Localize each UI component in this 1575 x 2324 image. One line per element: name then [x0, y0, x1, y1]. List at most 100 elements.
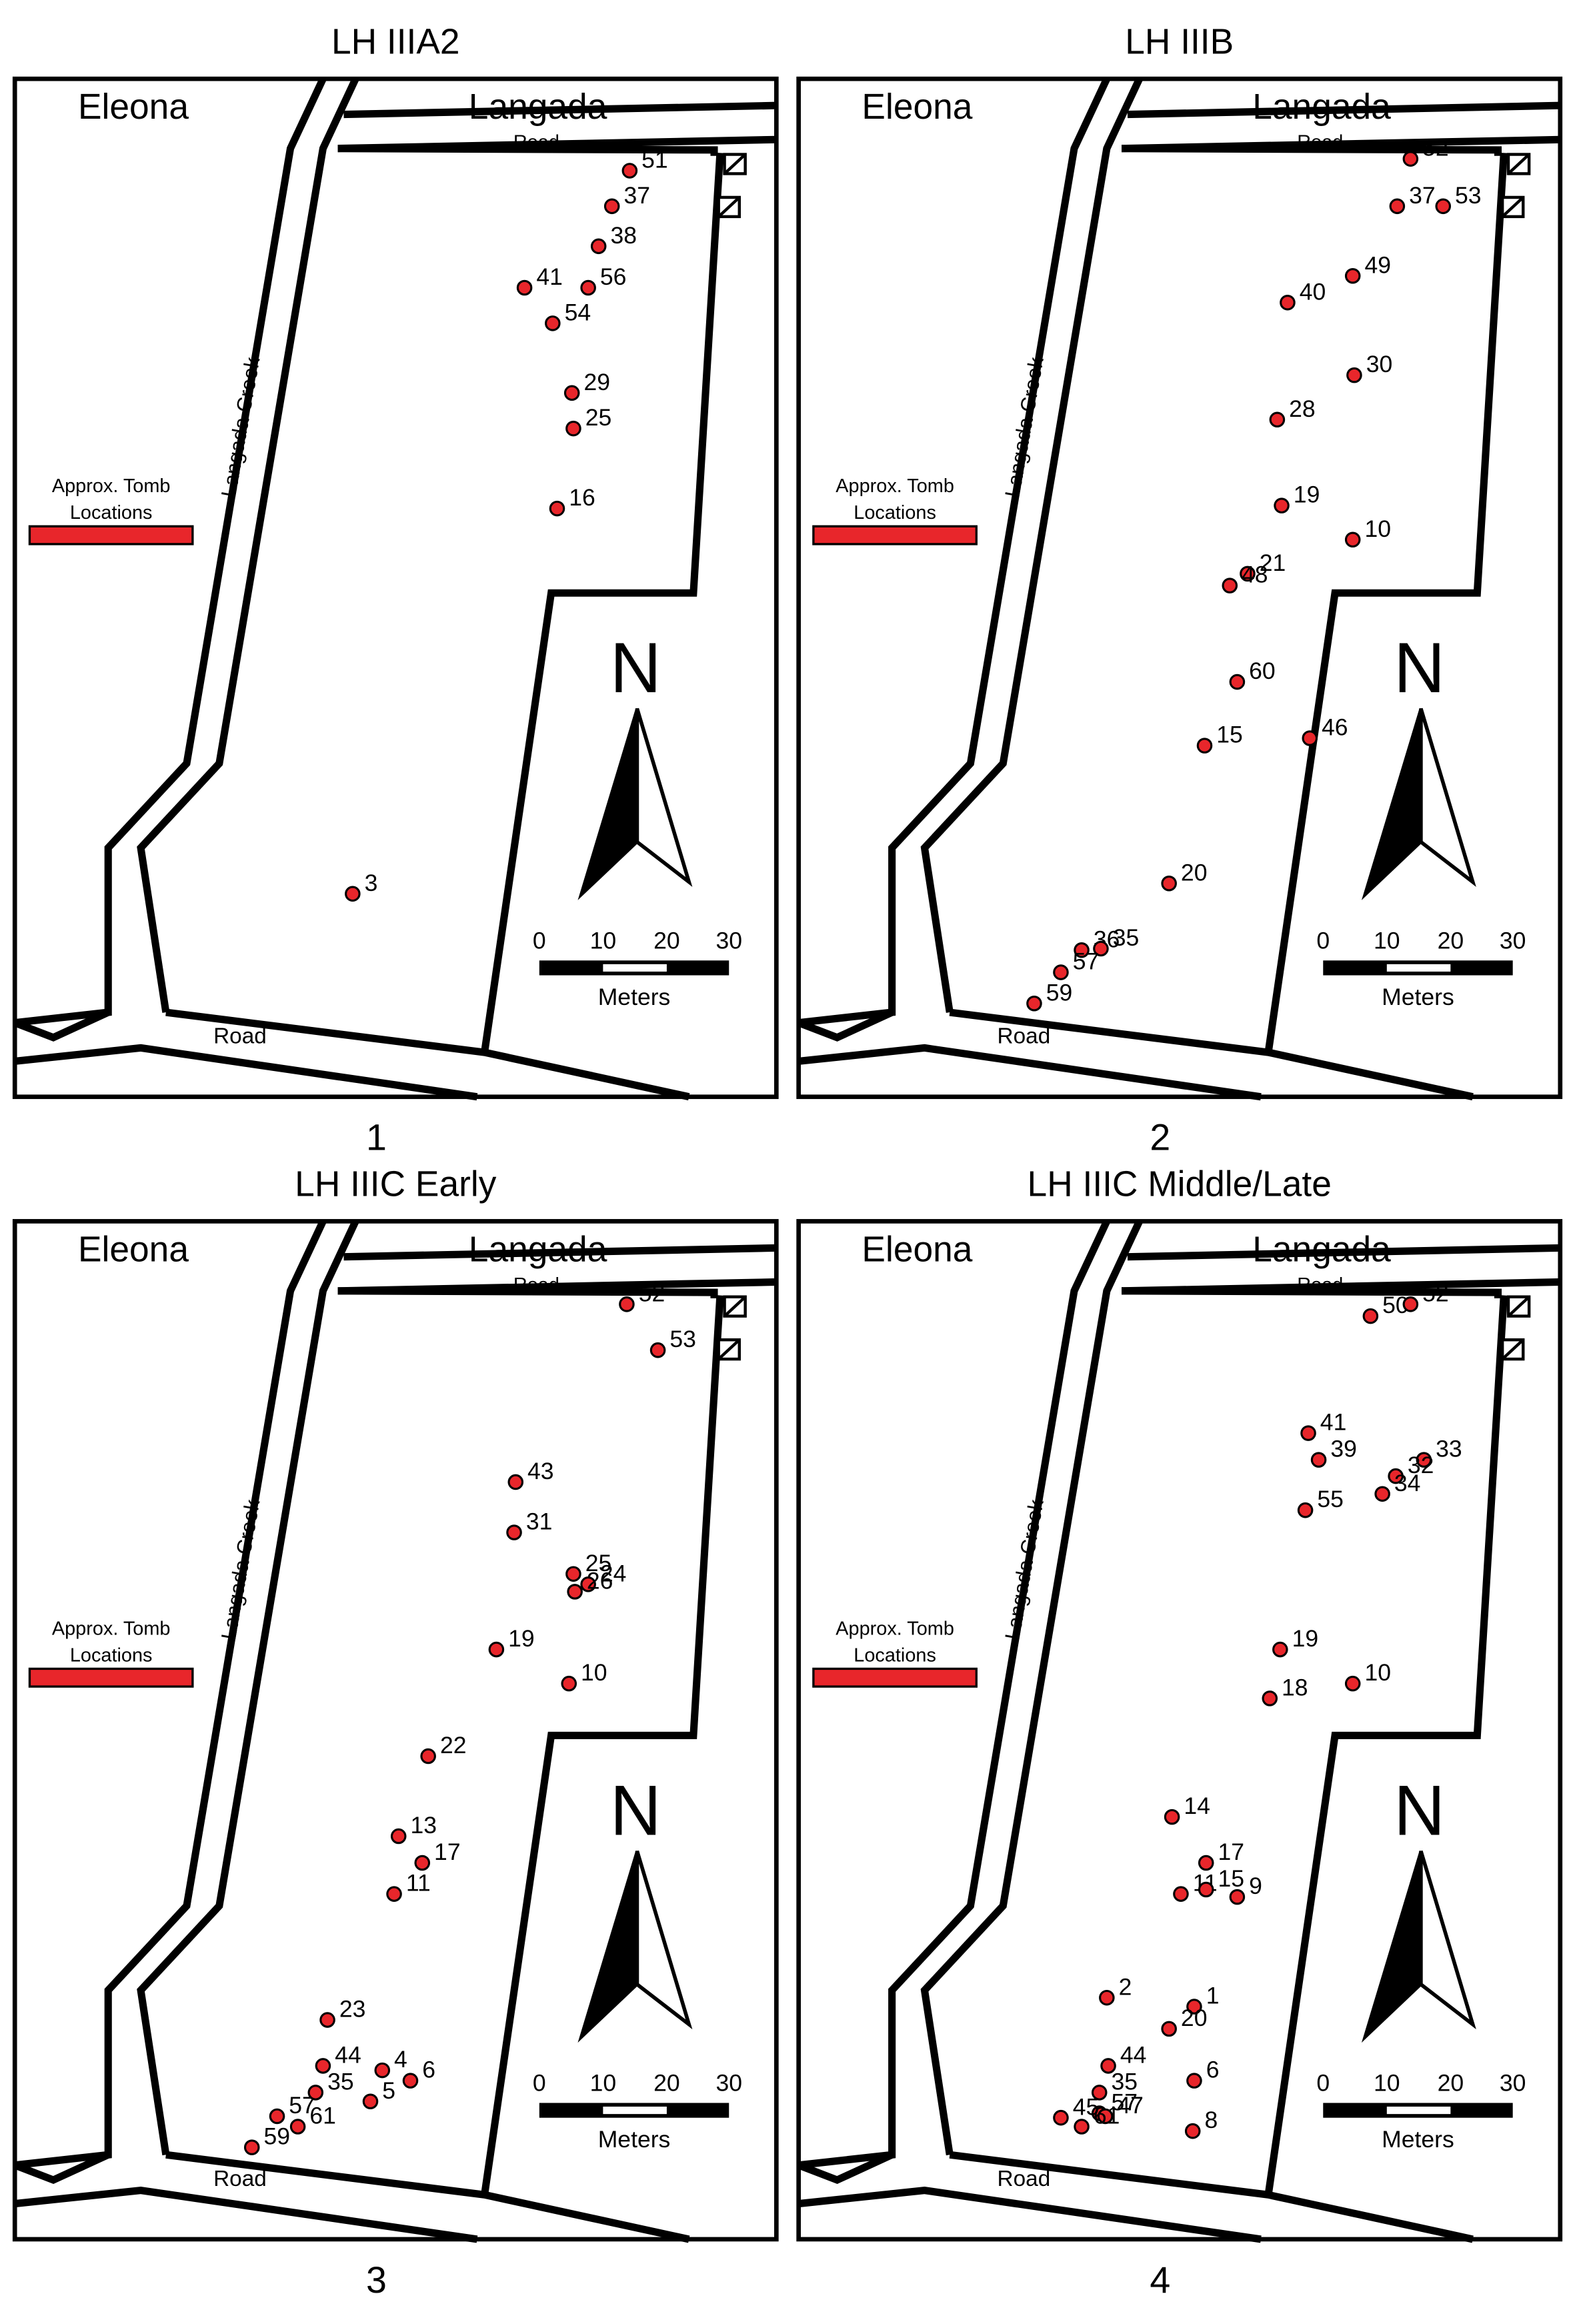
tomb-number: 22 [440, 1732, 467, 1759]
tomb-marker: 25 [565, 1550, 611, 1582]
tomb-marker: 53 [1435, 182, 1482, 215]
tomb-number: 8 [1204, 2107, 1218, 2133]
tomb-marker: 23 [319, 1996, 366, 2028]
tomb-number: 54 [565, 299, 591, 325]
tomb-dot [1164, 1809, 1180, 1825]
tomb-marker: 30 [1346, 351, 1392, 383]
tomb-marker: 18 [1262, 1674, 1308, 1706]
tomb-dot [1091, 2085, 1108, 2101]
scale-tick-label: 30 [1500, 928, 1526, 954]
road-label-top: Road [1297, 1274, 1343, 1296]
tomb-number: 9 [1249, 1873, 1262, 1899]
tomb-number: 33 [1436, 1436, 1462, 1462]
scale-tick-label: 0 [533, 2070, 546, 2097]
tomb-marker: 33 [1416, 1436, 1462, 1468]
tomb-dot [420, 1748, 436, 1765]
scale-tick-label: 10 [590, 2070, 617, 2097]
tomb-number: 59 [1046, 979, 1073, 1006]
tomb-marker: 22 [420, 1732, 467, 1765]
tomb-number: 18 [1282, 1674, 1308, 1700]
tomb-dot [307, 2085, 324, 2101]
tomb-dot [1416, 1452, 1432, 1468]
road-label-bottom: Road [998, 1024, 1051, 1049]
scale-tick-label: 20 [653, 2070, 680, 2097]
tomb-dot [1310, 1452, 1327, 1468]
tomb-marker: 21 [1240, 549, 1286, 582]
area-label-eleona: Eleona [862, 1230, 972, 1269]
tomb-number: 32 [1408, 1452, 1434, 1478]
tomb-dot [1074, 942, 1090, 958]
tomb-dot [1374, 1486, 1390, 1502]
tomb-number: 39 [1330, 1436, 1357, 1462]
tomb-number: 49 [1364, 251, 1391, 278]
area-label-langada: Langada [1252, 1230, 1391, 1269]
tomb-dot [1161, 2021, 1177, 2037]
tomb-dot [1344, 1675, 1361, 1692]
tomb-number: 19 [508, 1625, 535, 1652]
tomb-marker: 60 [1229, 658, 1276, 690]
tomb-marker: 20 [1161, 2005, 1207, 2037]
road-label-top: Road [513, 1274, 559, 1296]
tomb-number: 44 [1120, 2041, 1147, 2068]
tomb-number: 2 [1119, 1973, 1132, 2000]
tomb-dot [621, 163, 638, 179]
tomb-marker: 6 [402, 2057, 435, 2089]
tomb-number: 55 [1317, 1486, 1344, 1512]
tomb-number: 15 [1216, 722, 1243, 748]
tomb-dot [1302, 730, 1318, 746]
tomb-dot [580, 1576, 596, 1592]
tomb-number: 23 [339, 1996, 366, 2023]
tomb-marker: 37 [1389, 182, 1436, 215]
road-label-top: Road [513, 132, 559, 153]
tomb-number: 14 [1184, 1793, 1210, 1819]
tomb-marker: 34 [1374, 1470, 1420, 1502]
area-label-eleona: Eleona [78, 87, 189, 127]
scale-tick-label: 20 [1438, 928, 1464, 954]
tomb-number: 28 [1289, 395, 1316, 422]
tomb-number: 10 [1364, 515, 1391, 542]
tomb-number: 19 [1292, 1625, 1319, 1652]
tomb-number: 13 [410, 1812, 437, 1839]
tomb-dot [1269, 411, 1286, 428]
tomb-marker: 57 [1091, 2089, 1138, 2121]
legend-label-line1: Approx. Tomb [52, 475, 171, 497]
tomb-number: 53 [669, 1326, 696, 1352]
tomb-dot [565, 420, 581, 437]
scale-tick-label: 20 [1438, 2070, 1464, 2097]
tomb-marker: 2 [1099, 1973, 1132, 2006]
tomb-dot [1389, 198, 1406, 215]
tomb-dot [386, 1886, 402, 1902]
tomb-dot [545, 315, 561, 331]
tomb-marker: 8 [1184, 2107, 1218, 2139]
tomb-number: 20 [1181, 859, 1208, 886]
tomb-number: 60 [1249, 658, 1276, 684]
tomb-marker: 52 [1402, 135, 1449, 167]
tomb-dot [345, 886, 361, 902]
tomb-marker: 45 [1053, 2093, 1099, 2126]
tomb-number: 41 [536, 263, 563, 290]
scale-tick-label: 30 [715, 928, 742, 954]
tomb-marker: 10 [1344, 515, 1391, 548]
legend-label-line1: Approx. Tomb [836, 475, 954, 497]
tomb-marker: 20 [1161, 859, 1208, 892]
tomb-marker: 59 [243, 2123, 291, 2155]
road-label-top: Road [1297, 132, 1343, 153]
tomb-marker: 53 [649, 1326, 696, 1358]
tomb-number: 43 [527, 1458, 554, 1484]
area-label-eleona: Eleona [862, 87, 972, 127]
tomb-number: 4 [394, 2046, 407, 2073]
tomb-marker: 54 [545, 299, 591, 331]
tomb-marker: 39 [1310, 1436, 1357, 1468]
tomb-dot [1186, 1999, 1202, 2015]
tomb-number: 57 [1073, 948, 1100, 975]
tomb-dot [567, 1584, 583, 1600]
tomb-dot [1229, 1889, 1246, 1905]
tomb-number: 17 [1218, 1839, 1244, 1865]
tomb-dot [603, 198, 620, 215]
tomb-number: 59 [264, 2123, 291, 2150]
panel-number: 3 [366, 2259, 387, 2301]
tomb-dot [1272, 1641, 1288, 1658]
tomb-marker: 44 [1100, 2041, 1147, 2074]
